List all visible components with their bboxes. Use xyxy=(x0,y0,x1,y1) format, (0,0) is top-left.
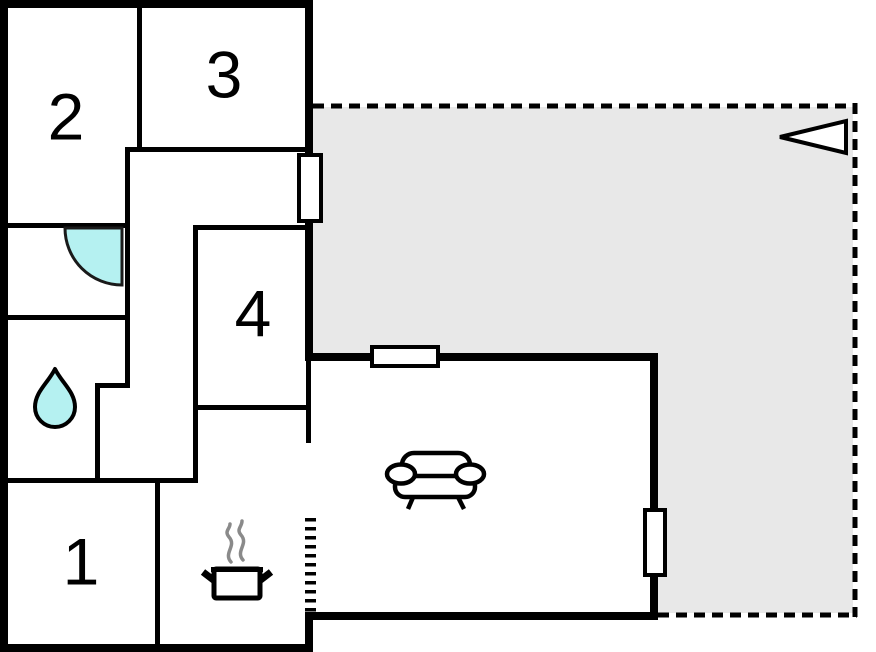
wall-livingroom-right xyxy=(650,353,658,620)
door-swing-icon xyxy=(63,226,124,287)
wall-bottom-connector xyxy=(305,612,313,652)
wall-step-vertical xyxy=(95,383,100,483)
entrance-arrow-icon xyxy=(779,118,848,156)
steam-icon xyxy=(225,522,234,564)
sofa-icon xyxy=(384,450,487,511)
room-label-3: 3 xyxy=(205,37,243,112)
wall-room1-top xyxy=(0,478,198,483)
room-label-1: 1 xyxy=(62,524,100,599)
wall-left xyxy=(0,0,8,652)
window-marker xyxy=(370,345,440,368)
interior-walls xyxy=(0,0,313,644)
wall-wc-bottom xyxy=(0,315,130,320)
window-marker xyxy=(297,153,323,223)
room-label-2: 2 xyxy=(47,79,85,154)
wall-room4-top xyxy=(193,225,313,230)
wall-room2-bottom xyxy=(0,223,130,228)
water-drop-icon xyxy=(33,367,77,429)
wall-room1-right xyxy=(155,483,160,644)
wall-room4-bottom xyxy=(193,405,311,410)
wall-bottom xyxy=(0,644,313,652)
wall-hallway-top xyxy=(125,147,313,152)
sofa-armrest xyxy=(453,462,487,486)
sofa-armrest xyxy=(384,462,418,486)
pot-body xyxy=(211,566,263,601)
wall-top xyxy=(0,0,313,8)
steam-icon xyxy=(237,519,246,562)
wall-corridor-left xyxy=(125,147,130,388)
window-marker xyxy=(643,508,667,577)
sofa-seat xyxy=(392,473,478,500)
wall-room2-room3-divider xyxy=(137,0,142,152)
wall-livingroom-bottom xyxy=(305,612,658,620)
windows xyxy=(297,153,667,577)
cooking-pot-icon xyxy=(200,519,274,601)
wall-kitchen-stub xyxy=(306,361,311,443)
wall-step-horizontal xyxy=(95,383,130,388)
wall-livingroom-top xyxy=(305,353,658,361)
room-label-4: 4 xyxy=(234,276,272,351)
wall-room4-left xyxy=(193,225,198,483)
